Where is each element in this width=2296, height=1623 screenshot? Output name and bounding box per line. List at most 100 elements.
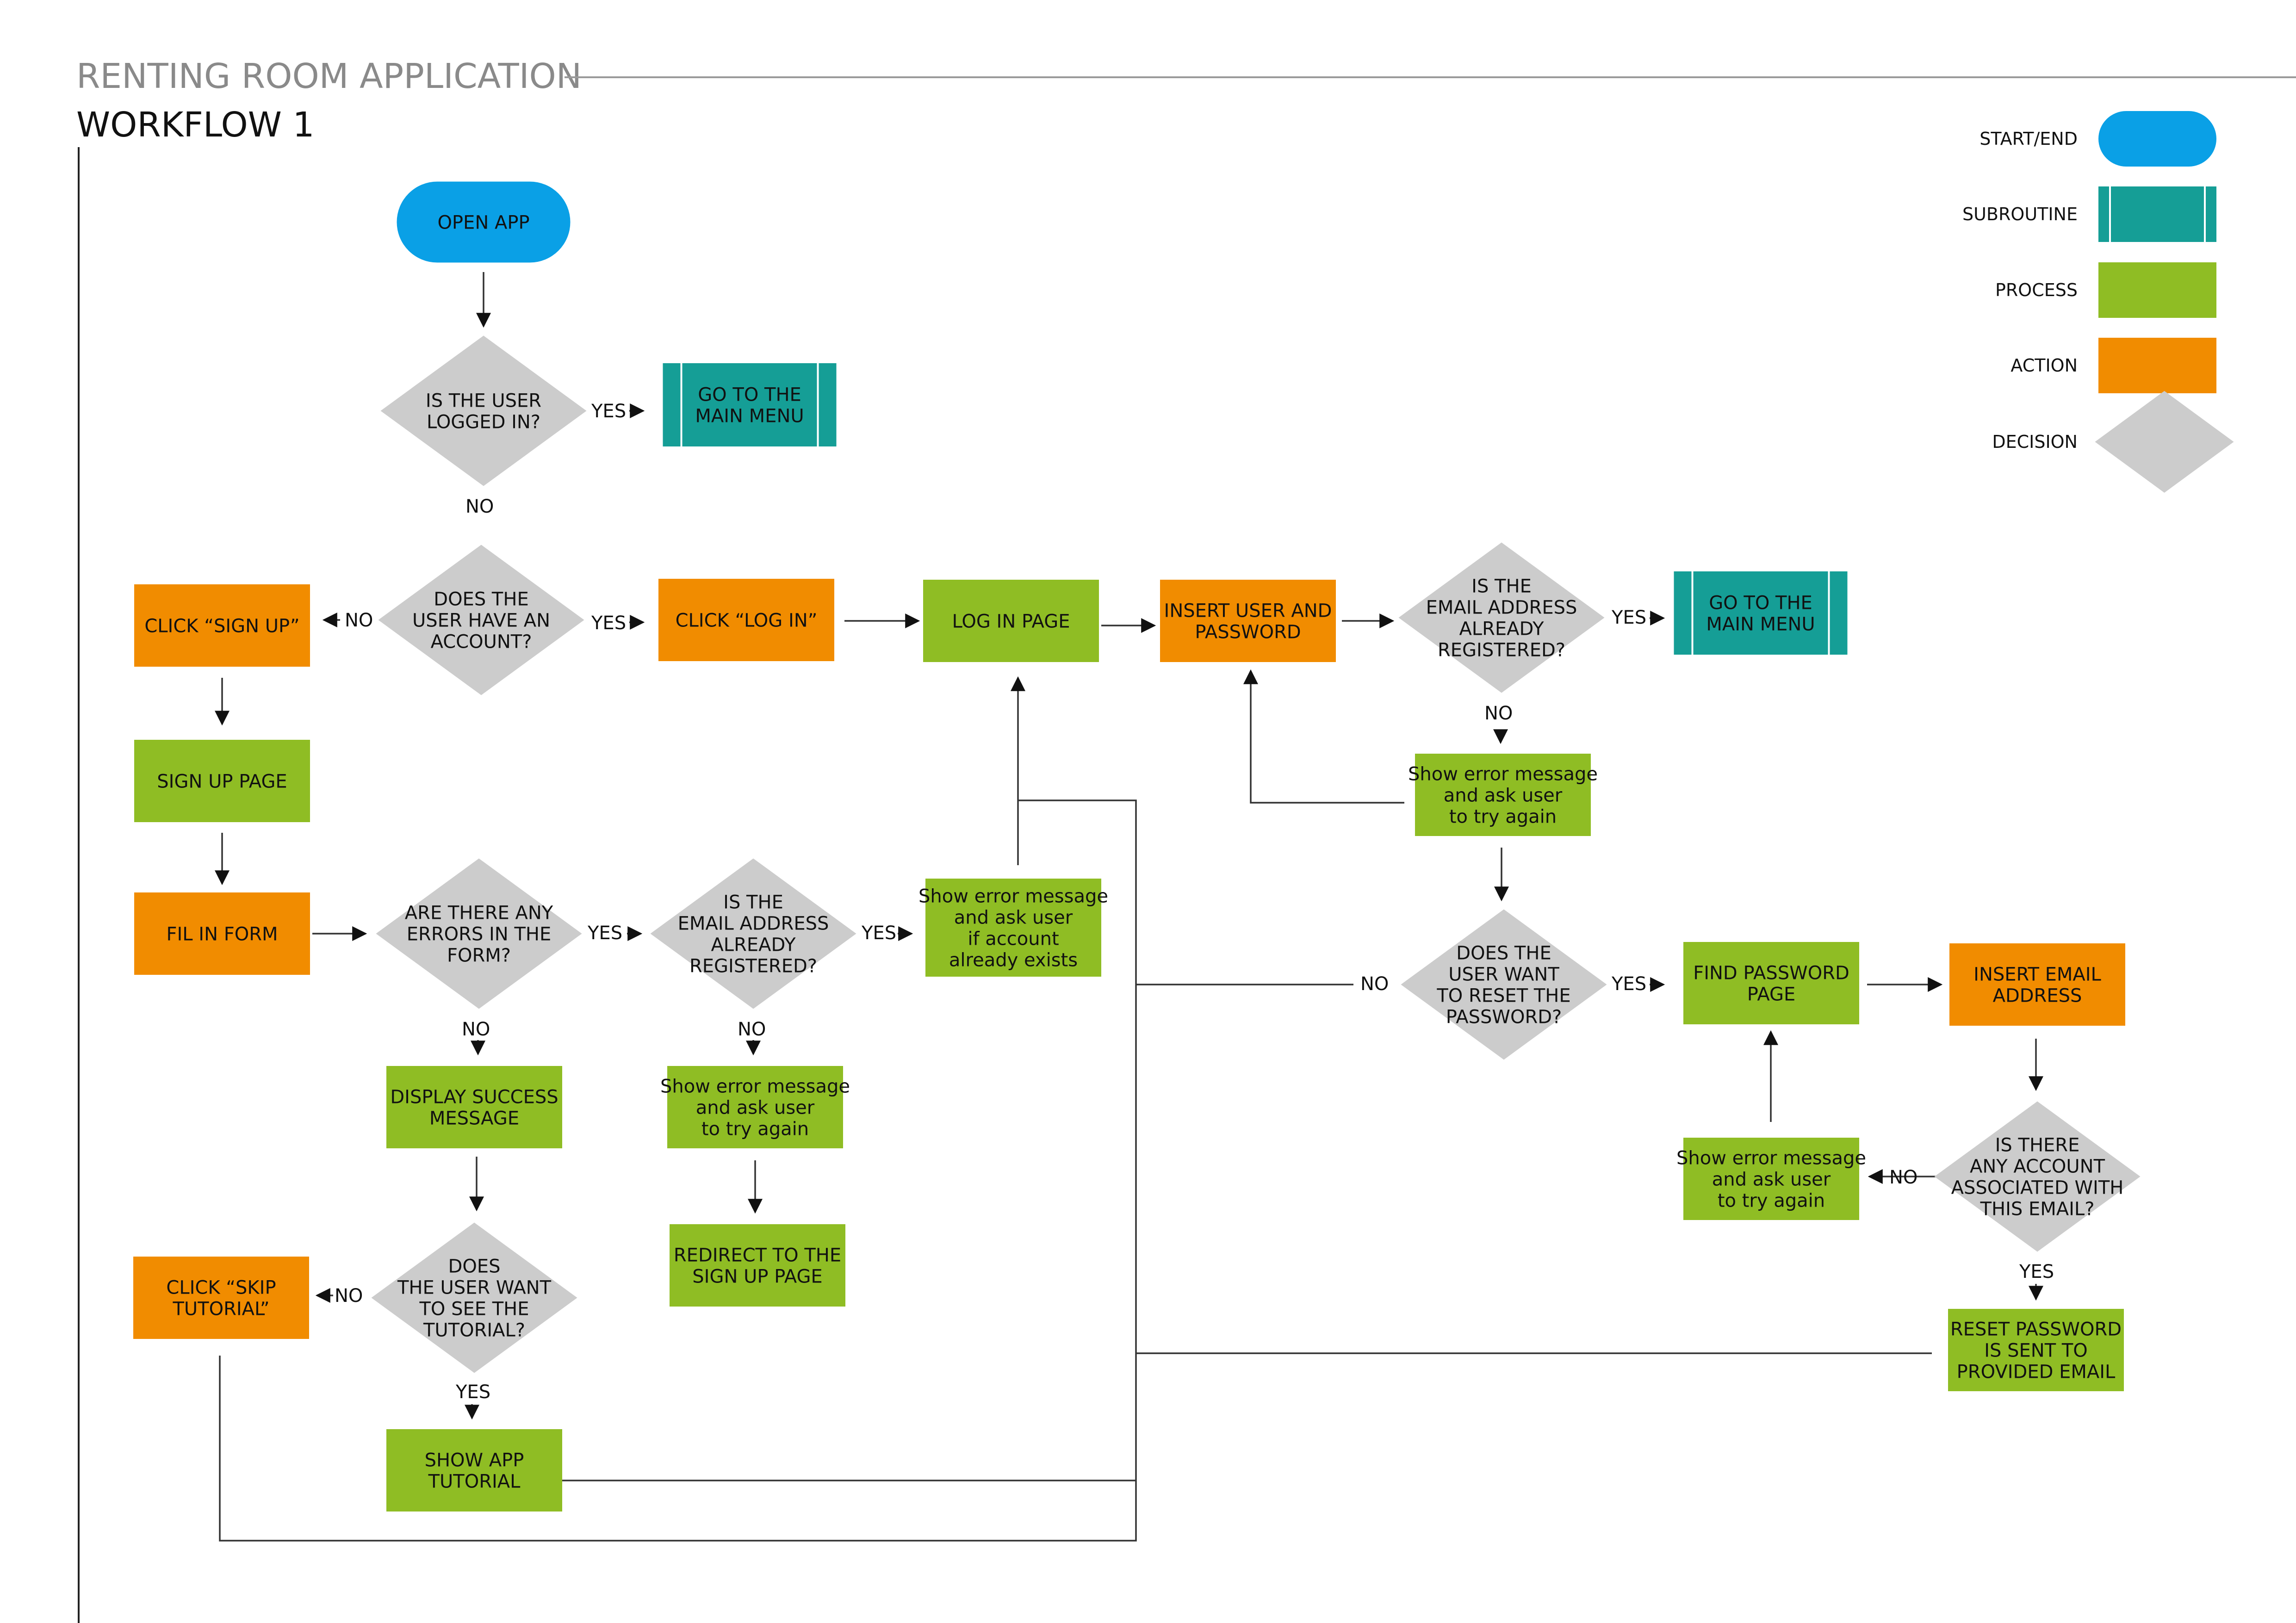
node-text-line: ALREADY bbox=[711, 934, 796, 955]
process-shape bbox=[1415, 754, 1591, 836]
node-text-line: USER WANT bbox=[1448, 964, 1559, 985]
process-shape bbox=[667, 1066, 843, 1148]
legend-label: SUBROUTINE bbox=[1962, 204, 2078, 224]
node-text-line: TO SEE THE bbox=[419, 1298, 529, 1319]
process-shape bbox=[923, 580, 1099, 662]
node-text-line: SIGN UP PAGE bbox=[692, 1266, 822, 1287]
legend-label: ACTION bbox=[2011, 355, 2078, 376]
node-text-line: FORM? bbox=[447, 945, 511, 966]
node-text-line: TUTORIAL? bbox=[423, 1319, 525, 1341]
node-text-line: SIGN UP PAGE bbox=[157, 771, 287, 792]
action-shape bbox=[1949, 943, 2125, 1026]
decision-shape bbox=[650, 858, 856, 1009]
legend-label: DECISION bbox=[1992, 432, 2078, 452]
process-shape bbox=[386, 1429, 562, 1511]
node-text-line: IS THE USER bbox=[426, 390, 541, 411]
node-text-line: IS SENT TO bbox=[1984, 1340, 2088, 1361]
action-shape bbox=[134, 584, 310, 667]
node-text-line: THIS EMAIL? bbox=[1980, 1198, 2095, 1220]
legend-swatch bbox=[2098, 338, 2216, 393]
node-text-line: DOES THE bbox=[434, 588, 528, 610]
terminator-shape bbox=[397, 181, 571, 263]
node-text-line: PROVIDED EMAIL bbox=[1957, 1361, 2116, 1382]
edge-labels: YES NO NO YES YES NO YES YES NO YES NO N… bbox=[335, 401, 2054, 1403]
node-log-in-page: LOG IN PAGE bbox=[923, 580, 1099, 662]
node-text-line: MAIN MENU bbox=[695, 405, 804, 427]
label-yes-account: YES bbox=[591, 613, 626, 634]
decision-shape bbox=[371, 1222, 577, 1373]
node-text-line: MAIN MENU bbox=[1706, 613, 1815, 635]
label-no-tutorial: NO bbox=[335, 1285, 363, 1307]
node-click-sign-up: CLICK “SIGN UP” bbox=[134, 584, 310, 667]
legend-item-subroutine: SUBROUTINE bbox=[1962, 186, 2216, 242]
label-no-errors: NO bbox=[462, 1019, 490, 1040]
node-text-line: MESSAGE bbox=[429, 1108, 519, 1129]
node-text-line: INSERT USER AND bbox=[1164, 600, 1332, 621]
workflow-subtitle: WORKFLOW 1 bbox=[76, 105, 315, 145]
node-text-line: and ask user bbox=[696, 1097, 815, 1118]
node-text-line: USER HAVE AN bbox=[412, 610, 550, 631]
label-no-reset: NO bbox=[1360, 973, 1389, 995]
node-text-line: TUTORIAL bbox=[428, 1471, 521, 1492]
legend-item-process: PROCESS bbox=[1995, 262, 2216, 318]
node-text-line: CLICK “SIGN UP” bbox=[144, 615, 299, 637]
label-yes-reset: YES bbox=[1611, 973, 1646, 995]
node-text-line: Show error message bbox=[918, 886, 1108, 907]
action-shape bbox=[134, 892, 310, 975]
node-text-line: PASSWORD bbox=[1195, 621, 1301, 643]
connectors bbox=[215, 272, 2043, 1542]
node-fill-in-form: FIL IN FORM bbox=[134, 892, 310, 975]
node-text-line: LOGGED IN? bbox=[427, 411, 540, 433]
node-text-line: ALREADY bbox=[1459, 618, 1544, 639]
node-text-line: GO TO THE bbox=[698, 384, 801, 405]
node-text-line: ARE THERE ANY bbox=[405, 902, 553, 923]
label-yes-tutorial: YES bbox=[455, 1381, 490, 1403]
node-text-line: to try again bbox=[701, 1118, 809, 1140]
decision-shape bbox=[380, 335, 587, 486]
label-no-logged: NO bbox=[465, 496, 494, 517]
node-text-line: FIND PASSWORD bbox=[1693, 962, 1849, 984]
node-text-line: to try again bbox=[1449, 806, 1557, 827]
legend: START/END SUBROUTINE PROCESS ACTION DECISION bbox=[1962, 111, 2234, 493]
legend-swatch bbox=[2098, 111, 2216, 167]
node-text-line: IS THERE bbox=[1995, 1134, 2080, 1156]
subroutine-shape bbox=[1674, 571, 1848, 655]
process-shape bbox=[386, 1066, 562, 1148]
node-text-line: to try again bbox=[1718, 1190, 1825, 1211]
decision-shape bbox=[378, 545, 584, 695]
node-text-line: and ask user bbox=[954, 907, 1073, 928]
label-yes-errors: YES bbox=[587, 923, 622, 944]
node-text-line: LOG IN PAGE bbox=[952, 611, 1070, 632]
node-text-line: DOES THE bbox=[1456, 942, 1551, 964]
node-text-line: Show error message bbox=[1408, 763, 1598, 785]
edge-return-trunk bbox=[219, 799, 1137, 1542]
node-text-line: REGISTERED? bbox=[1438, 639, 1565, 661]
action-shape bbox=[133, 1257, 309, 1339]
legend-label: PROCESS bbox=[1995, 280, 2078, 300]
legend-label: START/END bbox=[1980, 129, 2078, 149]
legend-swatch bbox=[2098, 186, 2216, 242]
node-text-line: PASSWORD? bbox=[1446, 1006, 1562, 1028]
node-text-line: REGISTERED? bbox=[689, 955, 817, 977]
label-yes-account-assoc: YES bbox=[2019, 1261, 2054, 1282]
node-text-line: FIL IN FORM bbox=[166, 923, 278, 945]
label-yes-email-signup: YES bbox=[861, 923, 896, 944]
node-text-line: REDIRECT TO THE bbox=[674, 1245, 841, 1266]
decision-shape bbox=[1401, 909, 1607, 1060]
